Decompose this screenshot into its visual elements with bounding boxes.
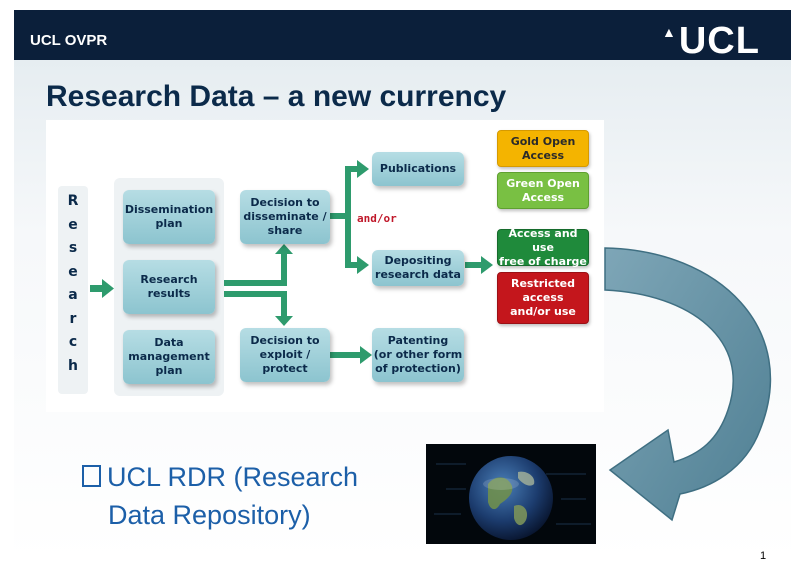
letter: e (68, 263, 78, 280)
box-text: Restricted (510, 277, 576, 290)
arrow-to-depositing-head (357, 256, 369, 274)
bullet-line-1: UCL RDR (Research (82, 462, 358, 493)
letter: r (69, 310, 77, 327)
arrow-depositing-to-outcomes (465, 262, 483, 268)
letter: s (68, 240, 78, 256)
box-text: Dissemination (124, 203, 214, 216)
box-text: Access and use (508, 226, 578, 254)
arrow-down-shaft (281, 291, 287, 317)
arrow-to-publications-head (357, 160, 369, 178)
globe-icon (434, 456, 591, 540)
box-text: management (128, 350, 210, 363)
box-text: Green Open (506, 176, 580, 190)
letter: R (67, 193, 79, 209)
box-text: free of charge (499, 254, 587, 268)
logo-text: UCL (678, 20, 760, 62)
box-text: Decision to (250, 196, 320, 209)
box-text: Depositing (384, 254, 452, 267)
box-text: exploit / (259, 348, 311, 361)
bullet-line-2: Data Repository) (108, 500, 311, 530)
box-text: Patenting (387, 334, 449, 347)
earth-globe-image (426, 444, 596, 544)
box-text: Access (521, 148, 565, 162)
ucl-logo: ▲UCL (662, 20, 760, 63)
arrow-up-shaft (281, 252, 287, 286)
arrow-research-to-results (90, 285, 104, 292)
box-text: Decision to (250, 334, 320, 347)
box-text: plan (155, 217, 183, 230)
arrow-share-branch (330, 213, 348, 219)
box-text: Research (140, 273, 198, 286)
org-name: UCL OVPR (30, 32, 108, 49)
portico-icon: ▲ (662, 24, 677, 40)
curved-arrow-icon (604, 247, 772, 522)
box-text: protect (262, 362, 308, 375)
letter: e (68, 216, 78, 233)
box-text: Publications (379, 162, 457, 175)
and-or-label: and/or (357, 212, 397, 225)
letter: c (68, 334, 78, 350)
slide-title: Research Data – a new currency (46, 80, 507, 113)
box-text: access (522, 291, 564, 304)
arrow-results-split (223, 280, 287, 286)
letter: h (68, 357, 78, 374)
arrow-exploit-to-patenting (330, 352, 362, 358)
page-number: 1 (760, 550, 767, 562)
arrow-down-head (275, 316, 293, 326)
box-text: research data (375, 268, 461, 281)
vertical-research-label: R e s e a r c h (58, 186, 88, 394)
publications-box: Publications (372, 152, 464, 186)
box-text: Access (521, 190, 565, 204)
arrow-up-head (275, 244, 293, 254)
box-text: (or other form (373, 348, 463, 361)
box-text: Gold Open (510, 134, 576, 148)
box-text: Data (154, 336, 184, 349)
box-text: and/or use (510, 305, 576, 318)
bullet-text: UCL RDR (Research (107, 462, 359, 492)
box-text: results (147, 287, 191, 300)
header-bar (14, 10, 791, 60)
arrow-research-to-results-head (102, 279, 114, 298)
checkbox-bullet-icon (82, 465, 101, 487)
box-text: disseminate / (243, 210, 327, 223)
box-text: of protection) (375, 362, 461, 375)
letter: a (68, 287, 78, 303)
box-text: plan (155, 364, 183, 377)
box-text: share (267, 224, 303, 237)
